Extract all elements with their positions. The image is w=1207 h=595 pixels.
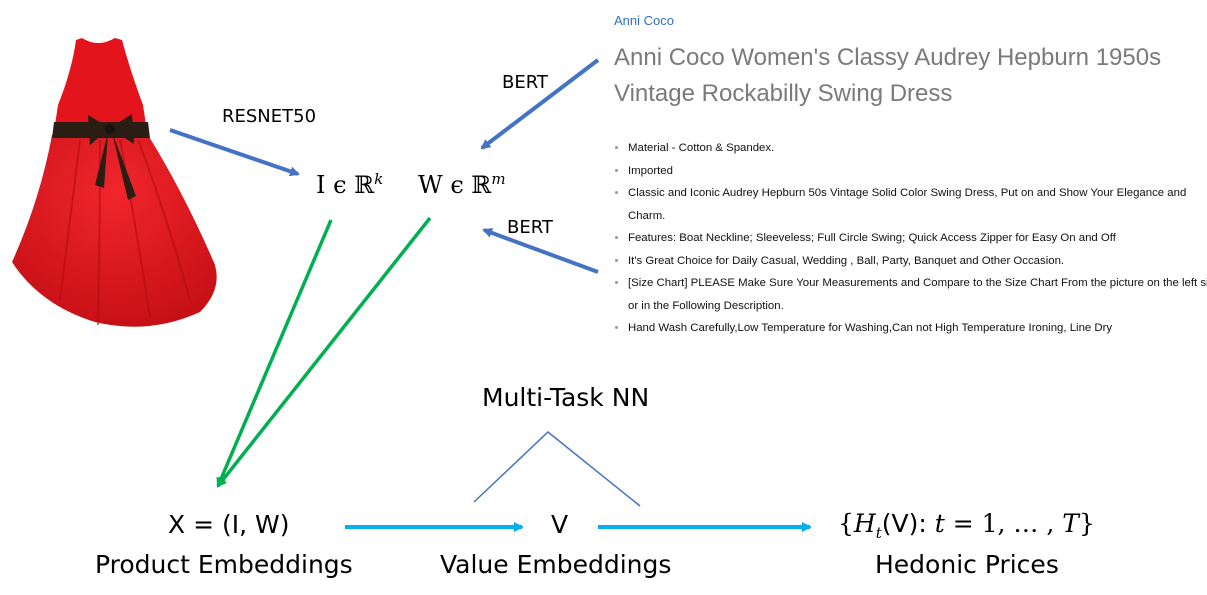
- text-dim-symbol: m: [491, 170, 506, 188]
- product-bullets: Material - Cotton & Spandex. Imported Cl…: [610, 137, 1207, 340]
- bullet-item: Classic and Iconic Audrey Hepburn 50s Vi…: [628, 182, 1207, 227]
- product-title: Anni Coco Women's Classy Audrey Hepburn …: [614, 44, 1162, 107]
- image-embedding-formula: I ϵ ℝk: [316, 170, 383, 199]
- product-embeddings-caption: Product Embeddings: [95, 550, 353, 579]
- bullet-item: Material - Cotton & Spandex.: [628, 137, 1207, 160]
- dress-image: [12, 38, 217, 327]
- bullet-item: [Size Chart] PLEASE Make Sure Your Measu…: [628, 272, 1207, 317]
- dress-bow: [88, 114, 134, 145]
- bullet-item: Features: Boat Neckline; Sleeveless; Ful…: [628, 227, 1207, 250]
- bullet-item: Imported: [628, 160, 1207, 183]
- h-symbol: H: [853, 509, 876, 538]
- bert-bullets-arrow: [482, 228, 599, 274]
- dress-skirt: [12, 135, 217, 327]
- hedonic-prices-caption: Hedonic Prices: [875, 550, 1059, 579]
- resnet-label: RESNET50: [222, 106, 317, 127]
- dress-bodice: [55, 38, 146, 125]
- image-embedding-arrow: [216, 219, 333, 488]
- range-text: = 1, … ,: [944, 509, 1063, 538]
- brace-open: {: [838, 509, 854, 538]
- x-formula: X = (I, W): [168, 510, 290, 539]
- multitask-branch-lines: [473, 431, 641, 507]
- text-vector-symbol: W: [418, 171, 443, 199]
- v-formula: V: [551, 510, 569, 539]
- bert-label-bottom: BERT: [507, 217, 553, 238]
- brace-close: }: [1078, 509, 1095, 538]
- bert-title-arrow: [480, 58, 600, 150]
- text-embedding-arrow: [216, 216, 432, 488]
- T-symbol: T: [1062, 509, 1079, 538]
- member-symbol: ϵ: [333, 171, 347, 199]
- bullet-item: It's Great Choice for Daily Casual, Wedd…: [628, 250, 1207, 273]
- value-embeddings-caption: Value Embeddings: [440, 550, 672, 579]
- image-vector-symbol: I: [316, 171, 326, 199]
- reals-symbol: ℝ: [471, 171, 492, 199]
- hedonic-formula: {Ht(V): t = 1, … , T}: [838, 509, 1095, 542]
- product-brand: Anni Coco: [614, 13, 674, 28]
- multitask-label: Multi-Task NN: [482, 383, 650, 412]
- t-symbol: t: [934, 509, 945, 538]
- reals-symbol: ℝ: [354, 171, 375, 199]
- resnet-arrow: [169, 128, 300, 177]
- h-argument: (V):: [881, 509, 935, 538]
- h-subscript: t: [875, 524, 882, 542]
- bert-label-top: BERT: [502, 72, 548, 93]
- bullet-item: Hand Wash Carefully,Low Temperature for …: [628, 317, 1207, 340]
- text-embedding-formula: W ϵ ℝm: [418, 170, 506, 199]
- member-symbol: ϵ: [450, 171, 464, 199]
- image-dim-symbol: k: [374, 170, 384, 188]
